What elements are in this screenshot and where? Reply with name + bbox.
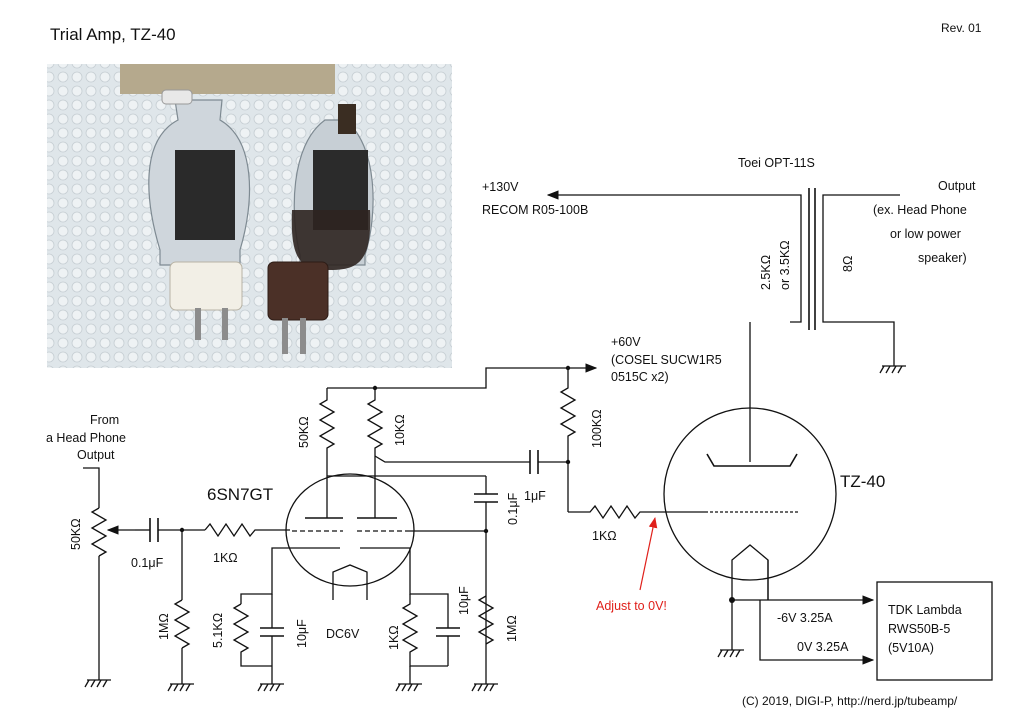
plate-resistor-1-label: 50KΩ: [297, 416, 311, 448]
plate-resistor-2: [366, 388, 384, 456]
bias-resistor: [559, 368, 577, 512]
ground-symbol: [471, 683, 498, 692]
ground-symbol: [395, 683, 422, 692]
copyright-footer: (C) 2019, DIGI-P, http://nerd.jp/tubeamp…: [742, 694, 958, 708]
hv-voltage-label: +130V: [482, 180, 519, 194]
output-grid-stopper: [568, 504, 705, 520]
coupling-cap-label: 1μF: [524, 489, 546, 503]
filament-neg-label: -6V 3.25A: [777, 611, 833, 625]
input-label-1: From: [90, 413, 119, 427]
output-label-1: Output: [938, 179, 976, 193]
filament-supply-label-3: (5V10A): [888, 641, 934, 655]
output-transformer: [790, 188, 835, 330]
cathode-cap-1-label: 10μF: [295, 619, 309, 648]
adjust-annotation: Adjust to 0V!: [596, 599, 667, 613]
driver-tube-envelope: [285, 473, 415, 587]
output-label-3: or low power: [890, 227, 961, 241]
filament-supply-label-1: TDK Lambda: [888, 603, 962, 617]
heater-label: DC6V: [326, 627, 360, 641]
hv-supply-label: RECOM R05-100B: [482, 203, 588, 217]
grid-leak-resistor: [173, 599, 191, 649]
cathode-cap-2-label: 10μF: [457, 586, 471, 615]
output-tube-label: TZ-40: [840, 472, 885, 491]
revision-label: Rev. 01: [941, 21, 982, 35]
ground-symbol: [879, 365, 906, 374]
ground-symbol: [167, 683, 194, 692]
plate-resistor-2-label: 10KΩ: [393, 414, 407, 446]
cathode-resistor-2-label: 1KΩ: [387, 625, 401, 650]
mid-voltage-label: +60V: [611, 335, 641, 349]
grid2-leak-label: 1MΩ: [505, 615, 519, 642]
ground-symbol: [257, 683, 284, 692]
output-grid-stopper-label: 1KΩ: [592, 529, 617, 543]
input-label-3: Output: [77, 448, 115, 462]
bias-resistor-label: 100KΩ: [590, 409, 604, 448]
filament-zero-label: 0V 3.25A: [797, 640, 849, 654]
filament-supply-label-2: RWS50B-5: [888, 622, 950, 636]
bypass-cap-label: 0.1μF: [506, 492, 520, 525]
cathode-resistor-2: [401, 594, 448, 667]
grid-stopper-label: 1KΩ: [213, 551, 238, 565]
mid-supply-label-1: (COSEL SUCW1R5: [611, 353, 722, 367]
volume-potentiometer: [90, 507, 108, 557]
transformer-secondary-label: 8Ω: [841, 256, 855, 272]
ground-symbol: [717, 649, 744, 658]
transformer-primary-label-2: or 3.5KΩ: [778, 240, 792, 290]
tube-photo: [47, 64, 452, 368]
grid-stopper-resistor: [204, 522, 290, 538]
transformer-label: Toei OPT-11S: [738, 156, 815, 170]
input-label-2: a Head Phone: [46, 431, 126, 445]
plate-resistor-1: [318, 388, 336, 460]
output-label-2: (ex. Head Phone: [873, 203, 967, 217]
grid2-leak-resistor: [477, 595, 495, 645]
output-label-4: speaker): [918, 251, 967, 265]
grid-leak-label: 1MΩ: [157, 613, 171, 640]
pot-value-label: 50KΩ: [69, 518, 83, 550]
input-cap-label: 0.1μF: [131, 556, 164, 570]
cathode-resistor-1: [232, 603, 272, 667]
driver-tube-label: 6SN7GT: [207, 485, 273, 504]
page-title: Trial Amp, TZ-40: [50, 25, 176, 44]
mid-supply-arrow: [327, 363, 598, 389]
filament-supply-box: [876, 581, 993, 681]
transformer-primary-label-1: 2.5KΩ: [759, 255, 773, 290]
mid-supply-label-2: 0515C x2): [611, 370, 669, 384]
cathode-resistor-1-label: 5.1KΩ: [211, 613, 225, 648]
adjust-arrow: [639, 516, 658, 591]
ground-symbol: [84, 679, 111, 688]
